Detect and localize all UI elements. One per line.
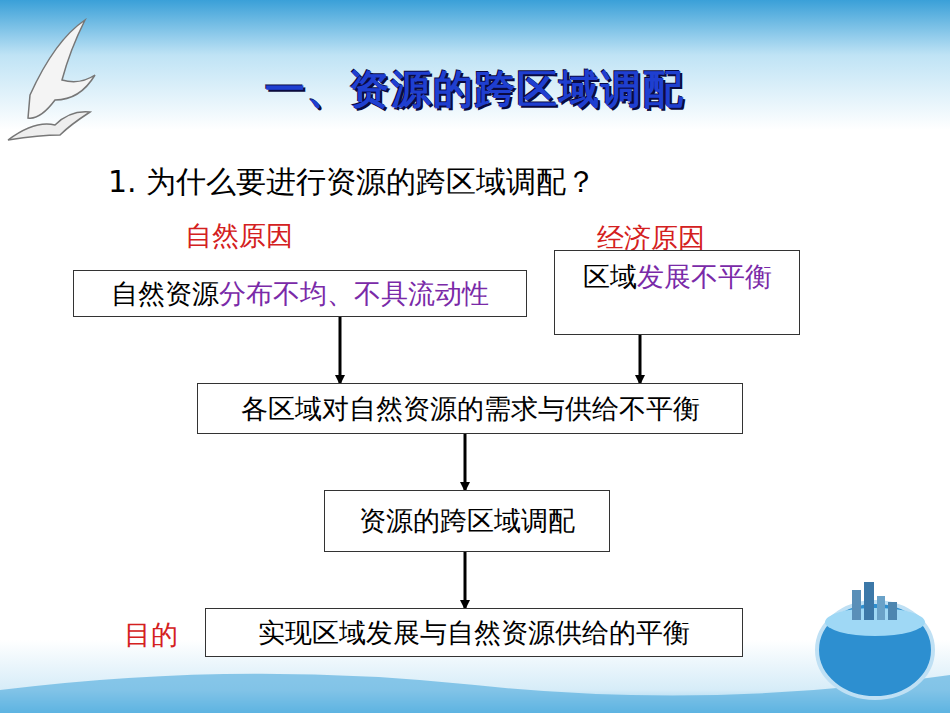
slide-title: 一、资源的跨区域调配 (265, 62, 685, 117)
building (852, 590, 861, 620)
box-text: 实现区域发展与自然资源供给的平衡 (258, 615, 690, 651)
building (877, 596, 885, 620)
box-text: 各区域对自然资源的需求与供给不平衡 (241, 391, 700, 427)
process-box: 各区域对自然资源的需求与供给不平衡 (197, 383, 743, 434)
process-box: 实现区域发展与自然资源供给的平衡 (205, 608, 743, 657)
question: 1. 为什么要进行资源的跨区域调配？ (108, 162, 596, 203)
globe-top (825, 608, 925, 636)
building (864, 582, 874, 620)
seagull (8, 112, 90, 140)
flow-arrow (639, 335, 642, 383)
purpose-label: 目的 (124, 617, 178, 653)
process-box: 区域发展不平衡 (554, 250, 800, 335)
building (888, 602, 897, 620)
box-text: 区域 (583, 259, 637, 295)
flow-arrow (464, 552, 467, 608)
seagull (28, 20, 95, 118)
flow-arrow (464, 434, 467, 490)
globe (817, 602, 933, 698)
box-text: 自然资源 (111, 276, 219, 312)
process-box: 资源的跨区域调配 (324, 490, 610, 552)
box-text: 发展不平衡 (637, 259, 772, 295)
box-text: 分布不均、不具流动性 (219, 276, 489, 312)
bottom-wave (0, 674, 950, 713)
cause-label: 自然原因 (185, 218, 293, 254)
flow-arrow (339, 317, 342, 383)
box-text: 资源的跨区域调配 (359, 503, 575, 539)
process-box: 自然资源分布不均、不具流动性 (73, 270, 527, 317)
